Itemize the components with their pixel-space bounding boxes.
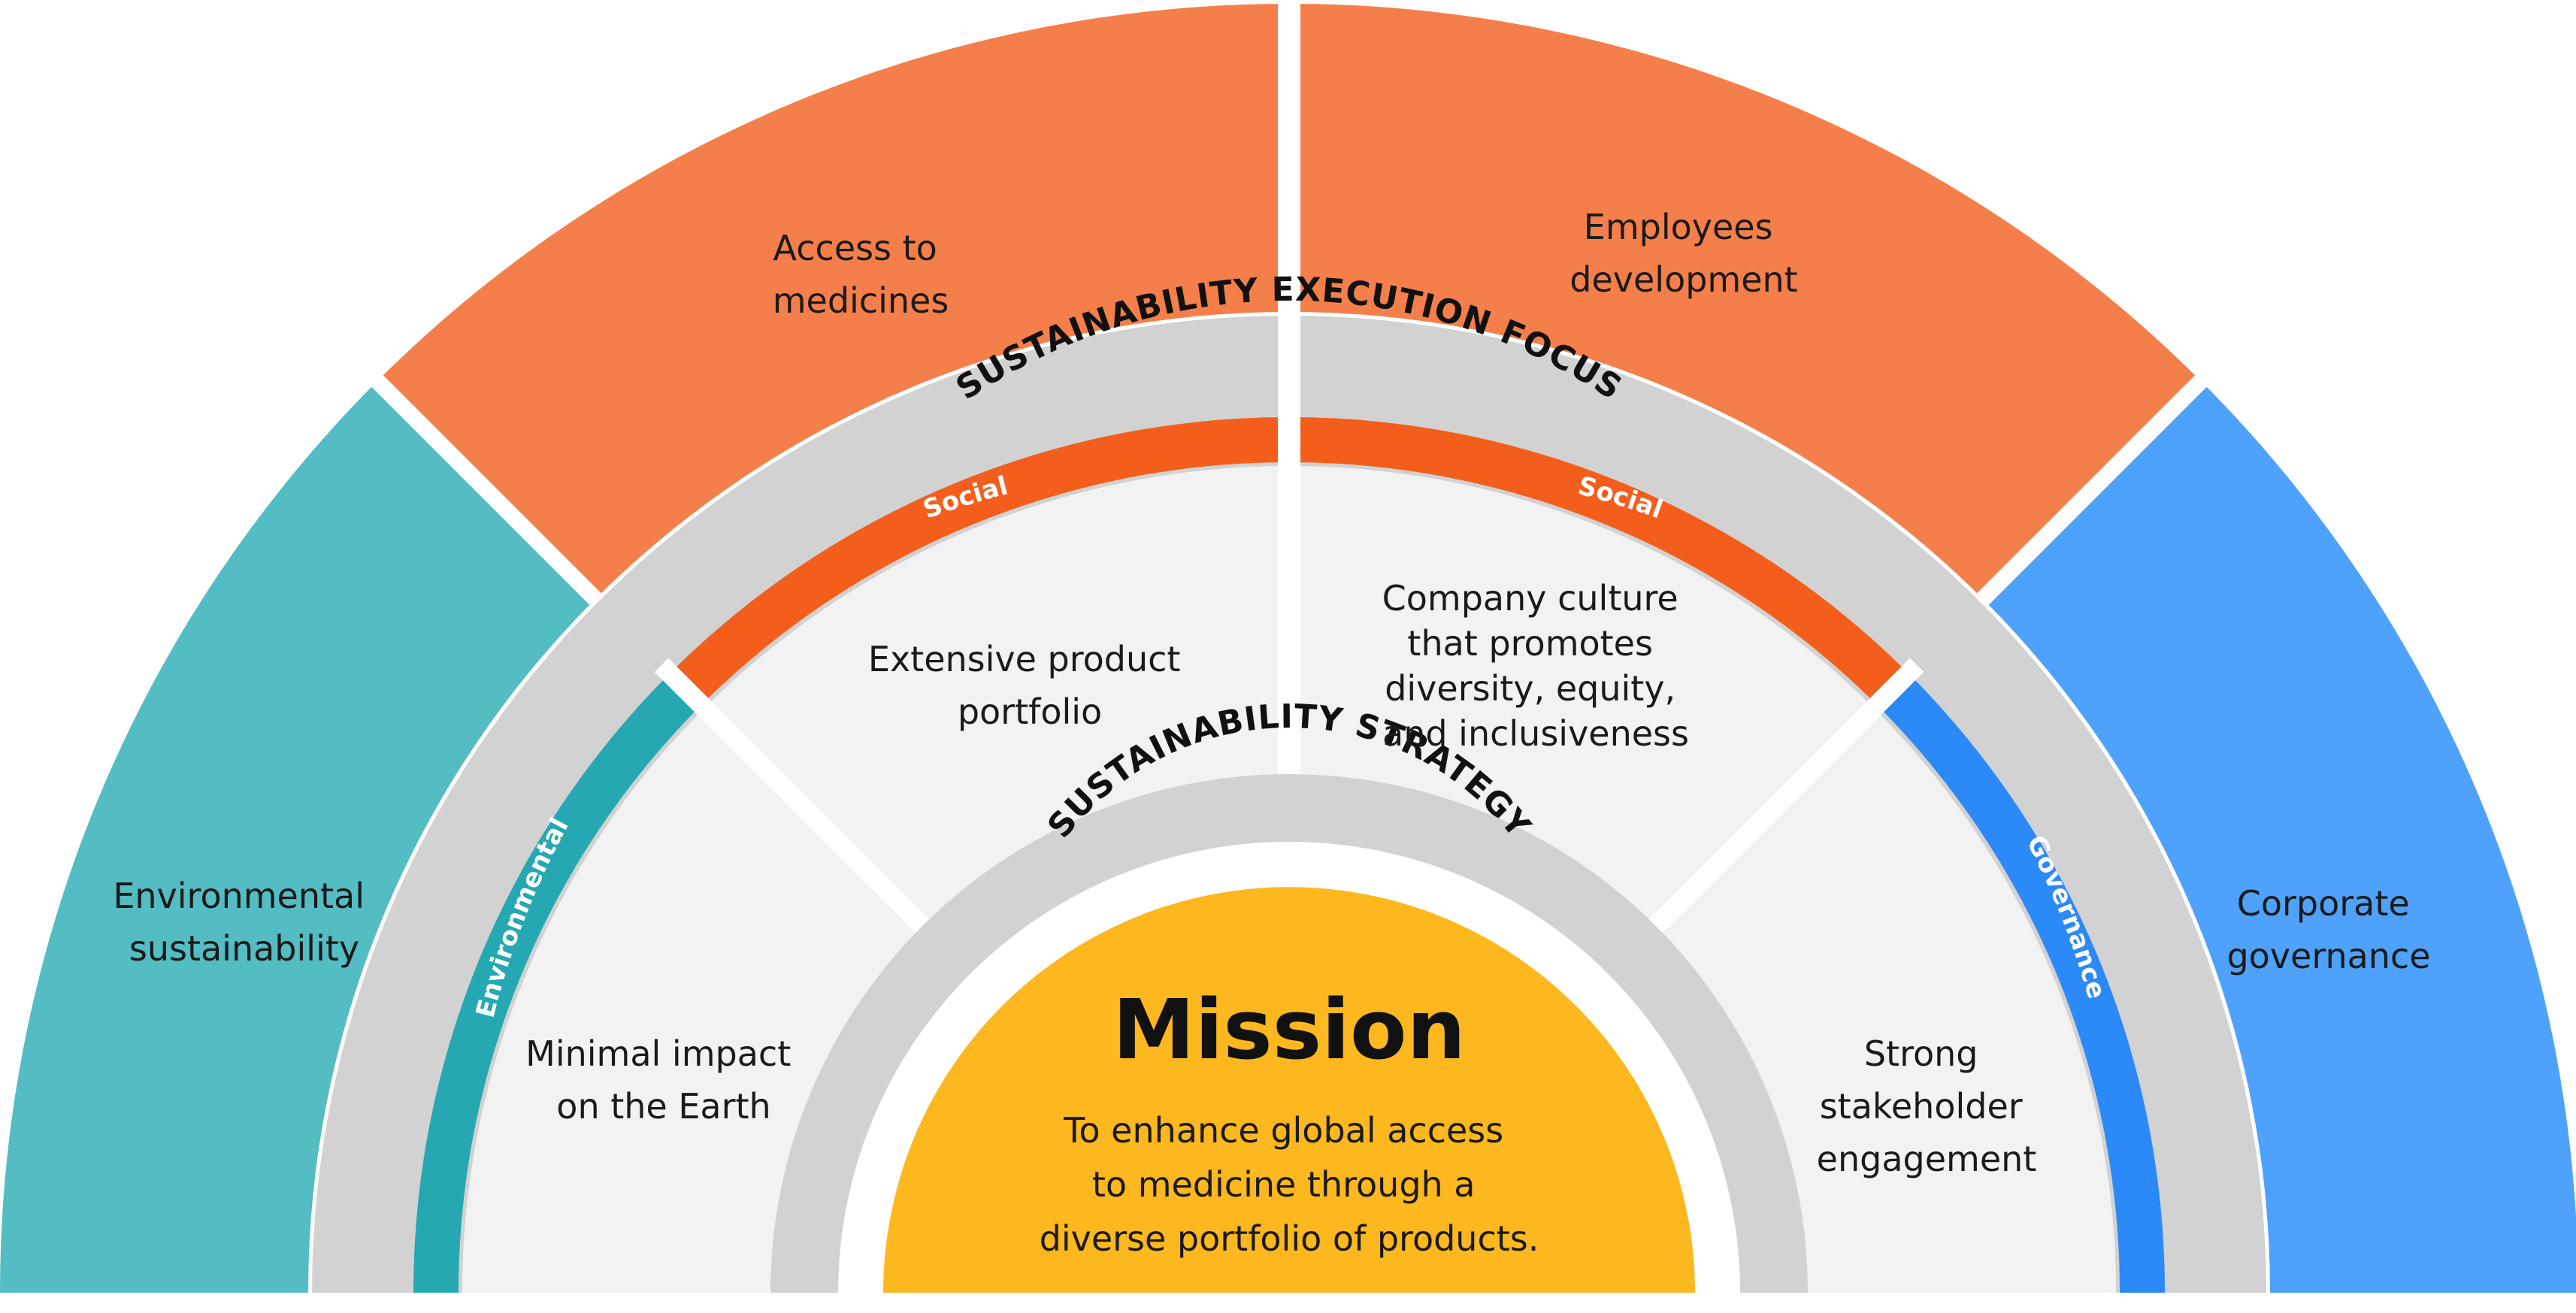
- separator-outer-left: [361, 365, 601, 605]
- execution-ring: [312, 316, 2266, 1293]
- band-social-right: [1289, 416, 1909, 705]
- mission-title: Mission: [1112, 982, 1466, 1078]
- band-social-left: [670, 416, 1289, 705]
- mission-text: To enhance global access to medicine thr…: [1040, 1110, 1539, 1259]
- segment-separators: [361, 0, 2217, 936]
- focus-label-product-portfolio: Extensive product portfolio: [868, 639, 1191, 732]
- outer-segment-access-to-medicines: [377, 3, 1289, 600]
- band-environmental: [413, 673, 701, 1293]
- outer-segment-employees-development: [1289, 3, 2201, 600]
- outer-segment-corporate-governance: [1983, 381, 2576, 1293]
- separator-outer-right: [1977, 365, 2217, 605]
- outer-segment-environmental: [0, 381, 595, 1293]
- focus-label-company-culture: Company culture that promotes diversity,…: [1382, 578, 1690, 754]
- category-bands: [413, 416, 2165, 1293]
- band-governance: [1877, 673, 2165, 1293]
- outer-label-employees-development: Employees development: [1570, 207, 1797, 300]
- separator-inner-left: [654, 658, 932, 936]
- outer-label-corporate-governance: Corporate governance: [2226, 883, 2430, 976]
- outer-label-access-to-medicines: Access to medicines: [773, 228, 949, 321]
- focus-label-minimal-impact: Minimal impact on the Earth: [525, 1033, 802, 1127]
- outer-ring: [0, 3, 2576, 1293]
- focus-label-stakeholder-engagement: Strong stakeholder engagement: [1817, 1033, 2037, 1179]
- separator-inner-right: [1646, 658, 1924, 936]
- outer-label-environmental: Environmental sustainability: [113, 876, 375, 969]
- mission-circle: [883, 887, 1695, 1293]
